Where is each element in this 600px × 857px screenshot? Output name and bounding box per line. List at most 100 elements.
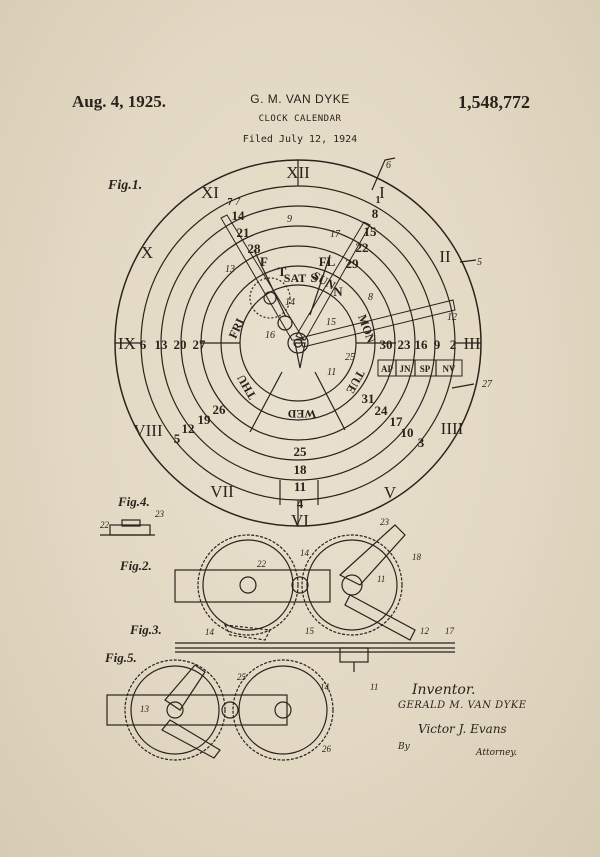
date-9: 9 — [434, 337, 441, 352]
date-26: 26 — [213, 402, 227, 417]
svg-text:15: 15 — [305, 626, 315, 636]
date-31: 31 — [362, 391, 375, 406]
date-4: 4 — [297, 496, 304, 511]
month-jn: JN — [400, 364, 412, 374]
svg-text:12: 12 — [447, 312, 457, 323]
hour-numerals: XII I II III IIII V VI VII VIII IX X XI — [118, 163, 481, 530]
fig3-label: Fig.3. — [129, 622, 162, 637]
date-11: 11 — [294, 479, 306, 494]
fig4-drawing: 23 22 — [100, 509, 165, 536]
date-3: 3 — [418, 435, 425, 450]
svg-text:23: 23 — [155, 509, 165, 519]
fig3-drawing — [175, 642, 455, 672]
svg-text:18: 18 — [412, 552, 422, 562]
date-28: 28 — [248, 241, 262, 256]
hour-vi: VI — [291, 511, 309, 530]
svg-text:11: 11 — [370, 682, 378, 692]
month-sp: SP — [420, 364, 431, 374]
date-14: 14 — [232, 208, 246, 223]
hour-xii: XII — [286, 163, 310, 182]
svg-text:27: 27 — [482, 379, 493, 390]
hour-i: I — [379, 183, 385, 202]
date-2: 2 — [450, 337, 457, 352]
date-17: 17 — [390, 414, 404, 429]
svg-text:22: 22 — [257, 559, 267, 569]
svg-text:14: 14 — [320, 682, 330, 692]
date-20: 20 — [174, 337, 187, 352]
lower-refs: 22 14 23 18 11 14 15 12 17 11 13 14 26 2… — [140, 517, 455, 754]
patent-date: Aug. 4, 1925. — [72, 92, 166, 111]
inner-labels: F T FL S N — [260, 254, 343, 299]
attorney-label: Attorney. — [476, 748, 518, 758]
hour-ix: IX — [118, 334, 136, 353]
inventor-signature: GERALD M. VAN DYKE — [398, 700, 527, 711]
svg-text:7: 7 — [235, 197, 241, 208]
svg-text:13: 13 — [225, 264, 235, 275]
inventor-name: G. M. VAN DYKE — [250, 92, 350, 106]
svg-text:16: 16 — [265, 330, 275, 341]
fig4-label: Fig.4. — [117, 494, 150, 509]
fig5-gears — [106, 659, 334, 761]
date-23: 23 — [398, 337, 412, 352]
date-22: 22 — [356, 240, 369, 255]
inventor-label: Inventor. — [412, 682, 476, 698]
inner-f: F — [260, 254, 268, 269]
svg-text:9: 9 — [287, 214, 292, 225]
svg-text:11: 11 — [377, 574, 385, 584]
attorney-signature: Victor J. Evans — [418, 722, 507, 736]
date-6: 6 — [140, 337, 147, 352]
date-13: 13 — [155, 337, 169, 352]
dial-refs: 6 5 7 8 9 11 12 13 14 15 16 17 25 27 — [225, 160, 493, 390]
svg-text:14: 14 — [300, 548, 310, 558]
patent-title: CLOCK CALENDAR — [258, 114, 342, 124]
date-12: 12 — [182, 421, 195, 436]
hour-v: V — [384, 483, 397, 502]
day-mon: MON — [355, 312, 378, 345]
date-5: 5 — [174, 431, 181, 446]
patent-number: 1,548,772 — [458, 92, 530, 112]
date-24: 24 — [375, 403, 389, 418]
by-label: By — [398, 742, 410, 752]
svg-text:11: 11 — [327, 367, 336, 378]
hour-iii: III — [464, 334, 481, 353]
svg-text:26: 26 — [322, 744, 332, 754]
svg-text:17: 17 — [330, 229, 341, 240]
day-wed: WED — [287, 407, 316, 421]
day-sat: SAT — [284, 271, 306, 285]
date-15: 15 — [364, 224, 378, 239]
date-25: 25 — [294, 444, 308, 459]
svg-text:14: 14 — [285, 297, 295, 308]
date-27: 27 — [193, 337, 207, 352]
svg-text:14: 14 — [205, 627, 215, 637]
hour-ii: II — [439, 247, 451, 266]
fig2-gears — [174, 524, 416, 641]
svg-text:8: 8 — [368, 292, 373, 303]
date-numbers: 6 13 20 27 30 23 16 9 2 14 21 28 7 25 18… — [140, 195, 457, 511]
svg-text:6: 6 — [386, 160, 391, 171]
inner-fl: FL — [319, 254, 336, 269]
hour-xi: XI — [201, 183, 219, 202]
date-10: 10 — [401, 425, 414, 440]
date-1: 1 — [376, 195, 381, 206]
hour-vii: VII — [210, 482, 234, 501]
month-nv: NV — [443, 364, 456, 374]
filed-date: Filed July 12, 1924 — [242, 134, 358, 145]
date-30: 30 — [380, 337, 393, 352]
clock-dial — [114, 159, 482, 527]
svg-text:12: 12 — [420, 626, 430, 636]
svg-text:15: 15 — [326, 317, 336, 328]
date-19: 19 — [198, 412, 212, 427]
svg-text:17: 17 — [445, 626, 455, 636]
date-8: 8 — [372, 206, 379, 221]
inner-s: S — [310, 270, 317, 285]
fig1-label: Fig.1. — [107, 178, 142, 193]
month-strip: AP JN SP NV — [377, 359, 463, 377]
dial-hands — [220, 157, 477, 389]
day-fri: FRI — [226, 316, 248, 341]
hour-iiii: IIII — [441, 419, 464, 438]
date-16: 16 — [415, 337, 429, 352]
date-29: 29 — [346, 256, 360, 271]
svg-text:25: 25 — [237, 672, 247, 682]
